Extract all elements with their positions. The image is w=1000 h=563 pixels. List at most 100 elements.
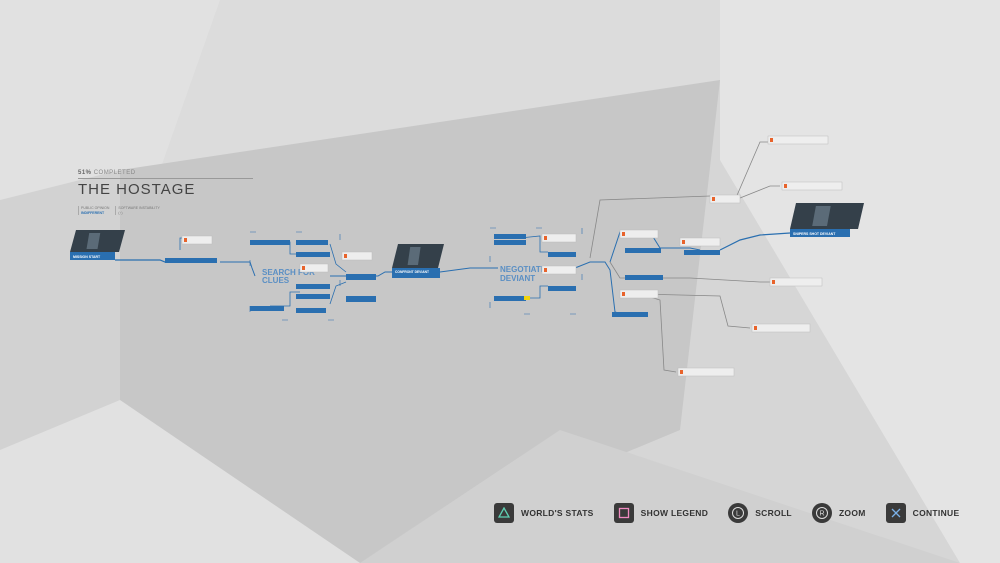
sniper-shot-node: [790, 229, 850, 237]
public-opinion-value: INDIFFERENT: [81, 210, 105, 215]
chapter-header: 51% COMPLETED THE HOSTAGE PUBLIC OPINION…: [78, 170, 253, 215]
choice-node: [625, 248, 661, 253]
instability-label: SOFTWARE INSTABILITY: [118, 206, 160, 210]
lock-marker: [682, 240, 685, 244]
lock-marker: [184, 238, 187, 242]
lock-marker: [680, 370, 683, 374]
locked-node: [619, 229, 659, 239]
flow-line: [609, 231, 701, 263]
show-legend-label: SHOW LEGEND: [640, 508, 709, 518]
mission-start-label: MISSION START: [73, 255, 101, 259]
choice-node: [684, 250, 720, 255]
continue-label: CONTINUE: [912, 508, 960, 518]
flow-line: [329, 243, 347, 273]
lock-marker: [622, 232, 625, 236]
negotiate-label: NEGOTIATE WITH: [500, 265, 569, 274]
worlds-stats-label: WORLD'S STATS: [521, 508, 594, 518]
locked-node: [677, 367, 735, 377]
completion-percent: 51%: [78, 170, 92, 176]
lock-marker: [754, 326, 757, 330]
clue-node-4: [296, 294, 330, 299]
locked-node: [619, 289, 659, 299]
show-legend-button[interactable]: SHOW LEGEND: [613, 503, 709, 523]
locked-node: [781, 181, 843, 191]
negotiate-node-4: [494, 296, 526, 301]
mission-start-node: [70, 252, 115, 260]
flow-line: [719, 232, 791, 251]
locked-node: [541, 233, 577, 243]
public-opinion-label: PUBLIC OPINION: [81, 206, 110, 210]
lock-marker: [344, 254, 347, 258]
locked-node: [299, 263, 329, 273]
thumbnail-detail: [86, 233, 101, 249]
locked-node: [751, 323, 811, 333]
choice-node: [612, 312, 648, 317]
clue-node-6: [296, 308, 326, 313]
completion-label: COMPLETED: [93, 170, 136, 176]
locked-node: [769, 277, 823, 287]
thumbnail-detail: [407, 247, 421, 265]
flow-line: [220, 261, 256, 277]
locked-node: [767, 135, 829, 145]
locked-node: [679, 237, 721, 247]
locked-node: [181, 235, 213, 245]
scroll-label: SCROLL: [755, 508, 792, 518]
confront-deviant-node: [392, 268, 440, 278]
r-stick-icon: R: [811, 503, 832, 523]
chapter-title: THE HOSTAGE: [78, 178, 253, 198]
lock-marker: [770, 138, 773, 142]
clue-node-3: [296, 284, 330, 289]
chapter-info: PUBLIC OPINION INDIFFERENT SOFTWARE INST…: [78, 206, 253, 215]
triangle-icon: [494, 503, 514, 523]
lock-marker: [544, 236, 547, 240]
scroll-button[interactable]: L SCROLL: [728, 503, 792, 523]
zoom-button[interactable]: R ZOOM: [811, 503, 866, 523]
worlds-stats-button[interactable]: WORLD'S STATS: [494, 503, 594, 523]
lock-marker: [622, 292, 625, 296]
negotiate-node-0: [494, 234, 526, 239]
locked-node: [341, 251, 373, 261]
flow-line: [329, 281, 347, 305]
flow-line: [574, 261, 626, 316]
lock-marker: [784, 184, 787, 188]
flow-line: [519, 235, 548, 253]
negotiate-label-2: DEVIANT: [500, 274, 535, 283]
clue-node-2: [296, 252, 330, 257]
svg-text:R: R: [819, 511, 824, 518]
instability-value: (↑): [118, 210, 123, 215]
svg-text:L: L: [736, 511, 740, 518]
lock-marker: [544, 268, 547, 272]
flow-line: [639, 293, 677, 373]
clue-node-5: [250, 306, 284, 311]
choice-node: [165, 258, 217, 263]
choice-node: [625, 275, 663, 280]
lock-marker: [712, 197, 715, 201]
choice-node: [346, 296, 376, 302]
flow-line: [689, 277, 770, 283]
zoom-label: ZOOM: [838, 508, 866, 518]
lock-marker: [302, 266, 305, 270]
locked-node: [709, 194, 741, 204]
search-for-clues-label-2: CLUES: [262, 276, 290, 285]
locked-node: [541, 265, 577, 275]
flow-line: [639, 293, 751, 329]
search-for-clues-label: SEARCH FOR: [262, 268, 315, 277]
choice-node: [346, 274, 376, 280]
trophy-icon: [524, 296, 530, 300]
negotiate-node-1: [494, 240, 526, 245]
lock-marker: [772, 280, 775, 284]
flow-line: [439, 267, 498, 273]
flow-line: [734, 141, 768, 201]
cross-icon: [885, 503, 906, 523]
thumbnail-detail: [812, 206, 831, 226]
flow-line: [734, 185, 780, 201]
negotiate-node-3: [548, 286, 576, 291]
square-icon: [613, 503, 634, 523]
control-bar: WORLD'S STATS SHOW LEGEND L SCROLL R ZOO…: [494, 503, 959, 523]
flow-line: [589, 195, 711, 259]
continue-button[interactable]: CONTINUE: [885, 503, 960, 523]
sniper-shot-label: SNIPERS SHOT DEVIANT: [793, 232, 836, 236]
l-stick-icon: L: [728, 503, 749, 523]
